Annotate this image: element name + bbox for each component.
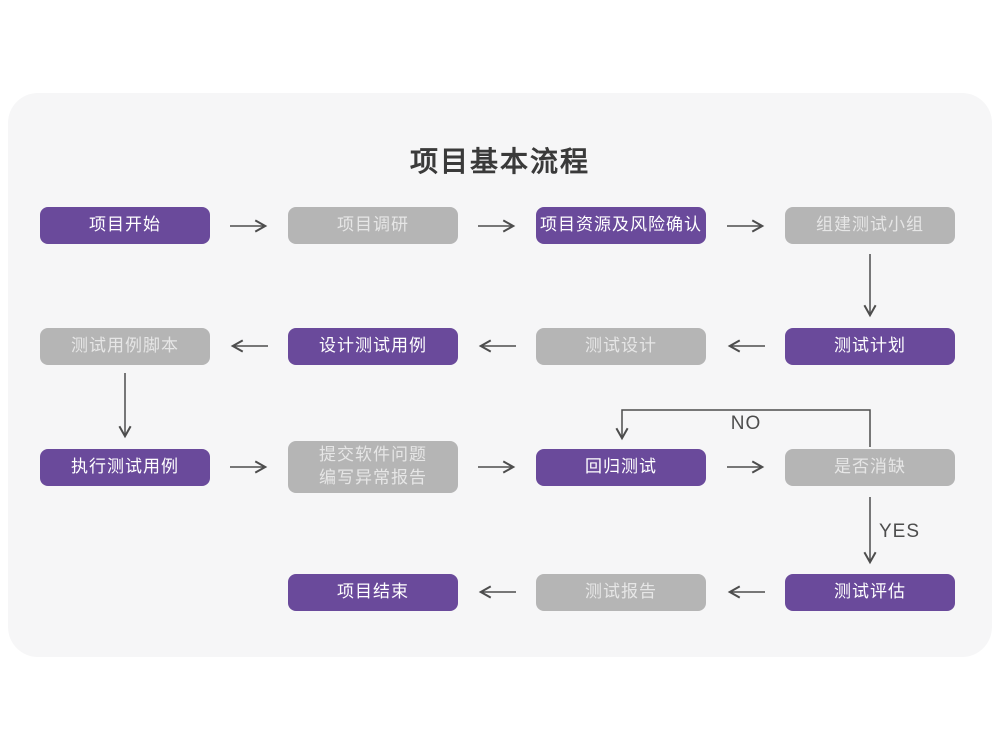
node-test-report: 测试报告 [536,574,706,611]
node-test-evaluation: 测试评估 [785,574,955,611]
node-test-case-script: 测试用例脚本 [40,328,210,365]
node-test-design: 测试设计 [536,328,706,365]
node-project-research: 项目调研 [288,207,458,244]
node-submit-issues-report: 提交软件问题 编写异常报告 [288,441,458,493]
node-defect-resolved: 是否消缺 [785,449,955,486]
flowchart-card [8,93,992,657]
node-execute-test-cases: 执行测试用例 [40,449,210,486]
node-project-start: 项目开始 [40,207,210,244]
page-title: 项目基本流程 [409,146,590,177]
node-project-end: 项目结束 [288,574,458,611]
node-test-plan: 测试计划 [785,328,955,365]
node-build-test-team: 组建测试小组 [785,207,955,244]
node-resource-risk-confirm: 项目资源及风险确认 [536,207,706,244]
edge-label-no: NO [730,413,762,434]
node-regression-test: 回归测试 [536,449,706,486]
edge-label-yes: YES [879,521,921,542]
node-design-test-cases: 设计测试用例 [288,328,458,365]
